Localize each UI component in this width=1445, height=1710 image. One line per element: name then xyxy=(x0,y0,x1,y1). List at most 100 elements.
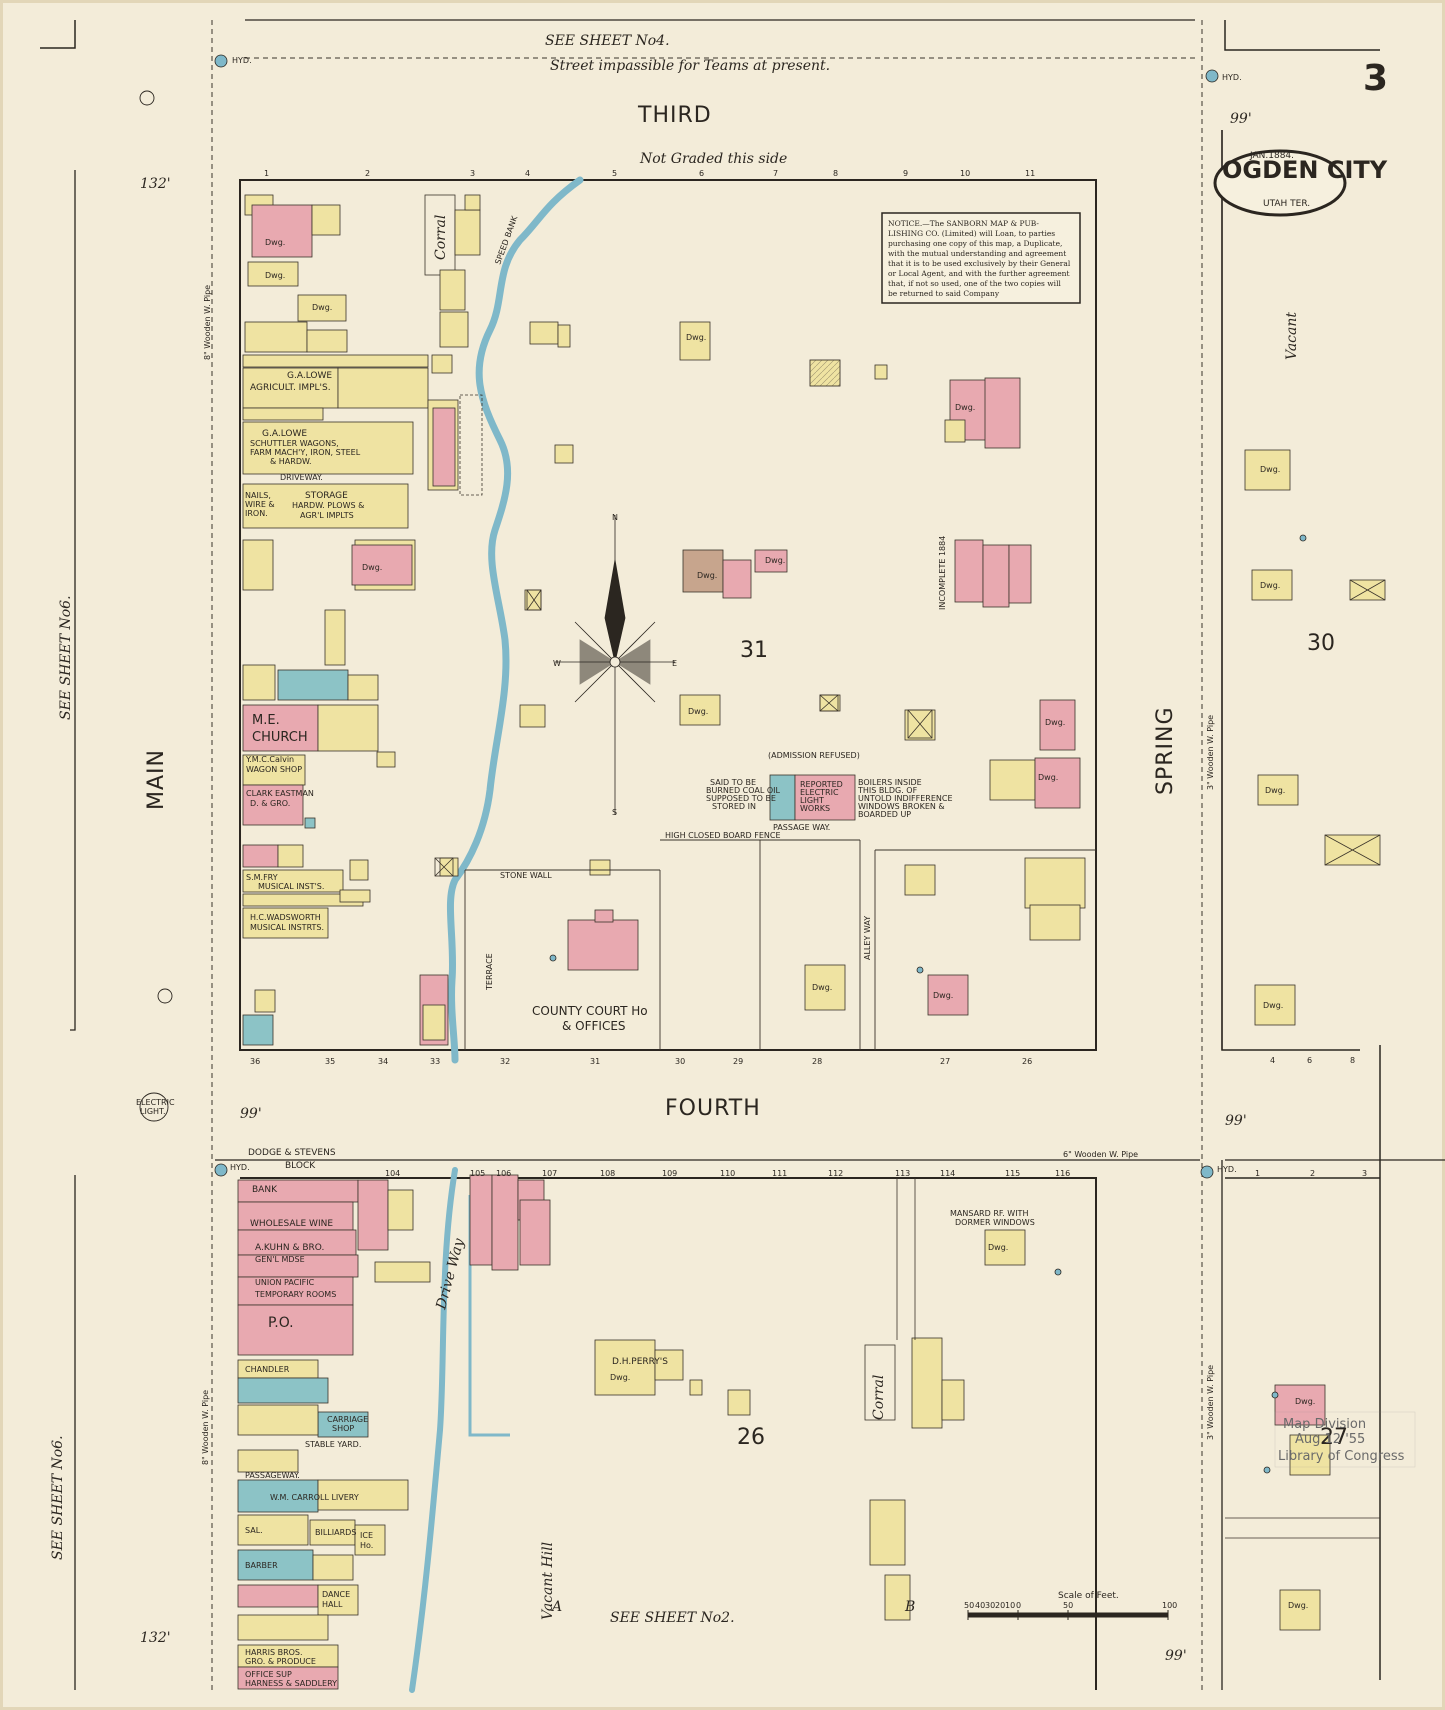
electric-light-line2: LIGHT. xyxy=(140,1107,166,1116)
sal: SAL. xyxy=(245,1526,263,1535)
svg-text:28: 28 xyxy=(812,1057,822,1066)
dh-perrys: D.H.PERRY'S xyxy=(612,1357,668,1367)
svg-text:HYD.: HYD. xyxy=(1217,1165,1237,1174)
vacant-hill: Vacant Hill xyxy=(540,1542,556,1620)
svg-text:111: 111 xyxy=(772,1169,787,1178)
high-fence: HIGH CLOSED BOARD FENCE xyxy=(665,831,781,840)
carroll-livery: W.M. CARROLL LIVERY xyxy=(270,1493,359,1502)
lot-numbers-fourth: 104 105 106 107 108 109 110 111 112 113 … xyxy=(385,1169,1070,1178)
grid-note-4: STORED IN xyxy=(712,802,756,811)
block-30-buildings xyxy=(1244,449,1299,1026)
svg-text:11: 11 xyxy=(1025,169,1035,178)
ice-house-2: Ho. xyxy=(360,1541,373,1550)
svg-text:116: 116 xyxy=(1055,1169,1070,1178)
compass-s: S xyxy=(612,808,617,817)
main-width-mid: 99' xyxy=(240,1106,262,1122)
nails-2: WIRE & xyxy=(245,500,275,509)
svg-text:6: 6 xyxy=(1307,1056,1312,1065)
block-27-number: 27 xyxy=(1320,1425,1348,1450)
ebm-note-2: ELECTRIC xyxy=(800,788,839,797)
hdw-1: OFFICE SUP xyxy=(245,1670,292,1679)
svg-text:with the mutual understanding: with the mutual understanding and agreem… xyxy=(888,249,1066,258)
svg-text:Dwg.: Dwg. xyxy=(1288,1601,1308,1610)
svg-text:purchasing one copy of this ma: purchasing one copy of this map, a Dupli… xyxy=(888,239,1062,248)
ebm-note-3: LIGHT xyxy=(800,796,824,805)
svg-text:34: 34 xyxy=(378,1057,388,1066)
title-date: JAN.1884. xyxy=(1249,151,1294,161)
hydrants xyxy=(214,54,1307,1474)
svg-text:27: 27 xyxy=(940,1057,950,1066)
billiards: BILLIARDS xyxy=(315,1528,356,1537)
svg-text:Dwg.: Dwg. xyxy=(312,303,332,312)
passage-way: PASSAGE WAY. xyxy=(773,823,830,832)
block-26-interior xyxy=(594,1178,1026,1621)
svg-text:112: 112 xyxy=(828,1169,843,1178)
bank-2: WHOLESALE WINE xyxy=(250,1219,333,1229)
svg-text:114: 114 xyxy=(940,1169,955,1178)
pipe-main-lower: 8" Wooden W. Pipe xyxy=(201,1390,210,1465)
main-width-top: 132' xyxy=(140,176,171,192)
bank-1: BANK xyxy=(252,1185,278,1195)
mansard-1: MANSARD RF. WITH xyxy=(950,1209,1028,1218)
title-cartouche xyxy=(1213,149,1347,217)
boilers-note-4: WINDOWS BROKEN & xyxy=(858,802,945,811)
terrace: TERRACE xyxy=(485,953,494,991)
compass-w: W xyxy=(553,659,561,668)
compass-rose xyxy=(555,515,675,815)
pipe-main-upper: 8" Wooden W. Pipe xyxy=(203,285,212,360)
me-church-line1: M.E. xyxy=(252,713,280,728)
svg-text:Dwg.: Dwg. xyxy=(812,983,832,992)
svg-text:36: 36 xyxy=(250,1057,260,1066)
svg-text:Dwg.: Dwg. xyxy=(765,556,785,565)
see-sheet-left-top: SEE SHEET No6. xyxy=(58,595,74,720)
scale-bar xyxy=(967,1610,1169,1620)
spring-width-mid: 99' xyxy=(1225,1113,1247,1129)
street-main: MAIN xyxy=(144,749,169,810)
svg-text:HYD.: HYD. xyxy=(1222,73,1242,82)
svg-text:6: 6 xyxy=(699,169,704,178)
sm-fry-1: S.M.FRY xyxy=(246,873,278,882)
dodge-stevens-line1: DODGE & STEVENS xyxy=(248,1148,336,1158)
svg-text:105: 105 xyxy=(470,1169,485,1178)
kuhn-2: GEN'L MDSE xyxy=(255,1255,305,1264)
fourth-street-row xyxy=(237,1174,551,1690)
nails-3: IRON. xyxy=(245,509,268,518)
svg-text:5: 5 xyxy=(612,169,617,178)
vacant: Vacant xyxy=(1284,312,1300,360)
mill-creek-lower xyxy=(409,1167,458,1693)
main-street-row-top xyxy=(242,194,429,1046)
svg-text:8: 8 xyxy=(833,169,838,178)
street-spring: SPRING xyxy=(1153,706,1178,795)
ga-lowe-top-1: G.A.LOWE xyxy=(287,371,332,381)
block-27-buildings xyxy=(1225,1384,1380,1631)
barber: BARBER xyxy=(245,1561,278,1570)
block-31-fences xyxy=(464,839,1096,1050)
grid-note-1: SAID TO BE xyxy=(710,778,756,787)
dance-hall-2: HALL xyxy=(322,1600,343,1609)
driveway: DRIVEWAY. xyxy=(280,473,323,482)
lot-numbers-top: 1 2 3 4 5 6 7 8 9 10 11 xyxy=(264,169,1035,178)
notice-text: NOTICE.—The SANBORN MAP & PUB- LISHING C… xyxy=(888,219,1071,298)
ga-lowe-top-2: AGRICULT. IMPL'S. xyxy=(250,383,331,393)
svg-text:be returned to said Company: be returned to said Company xyxy=(888,289,1000,298)
stable-yard: STABLE YARD. xyxy=(305,1440,361,1449)
courthouse-line2: & OFFICES xyxy=(562,1019,626,1033)
svg-text:LISHING CO. (Limited) will Loa: LISHING CO. (Limited) will Loan, to part… xyxy=(888,229,1055,238)
sm-fry-2: MUSICAL INST'S. xyxy=(258,882,324,891)
corral: Corral xyxy=(433,215,449,260)
title-territory: UTAH TER. xyxy=(1263,199,1310,209)
svg-text:8: 8 xyxy=(1350,1056,1355,1065)
boilers-note-3: UNTOLD INDIFFERENCE xyxy=(858,794,953,803)
lc-stamp-1: Map Division xyxy=(1283,1417,1366,1432)
svg-text:30: 30 xyxy=(675,1057,685,1066)
svg-text:104: 104 xyxy=(385,1169,400,1178)
hc-wadsworth-2: MUSICAL INSTRTS. xyxy=(250,923,324,932)
me-church-line2: CHURCH xyxy=(252,730,308,745)
canal-spur xyxy=(468,1195,510,1437)
mansard-2: DORMER WINDOWS xyxy=(955,1218,1035,1227)
svg-text:Dwg.: Dwg. xyxy=(1263,1001,1283,1010)
svg-text:50: 50 xyxy=(1063,1601,1073,1610)
spring-width-bottom: 99' xyxy=(1165,1648,1187,1664)
